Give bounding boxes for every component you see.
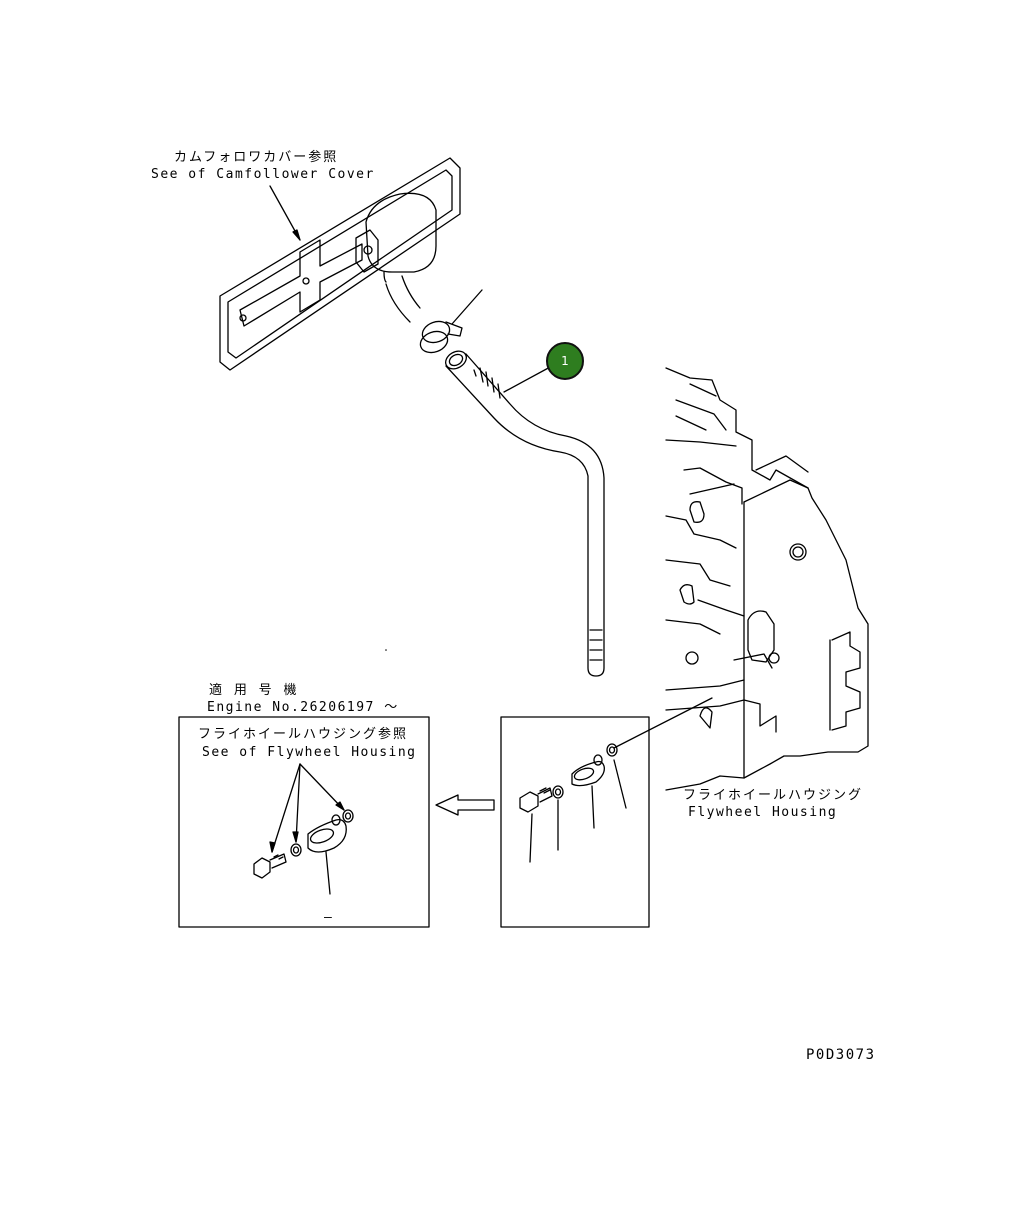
- part-callout-number: 1: [561, 354, 569, 368]
- hose-clamp: [419, 289, 483, 354]
- breather-tube: [445, 350, 605, 677]
- camfollower-leader: [269, 185, 301, 241]
- camfollower-label-en: See of Camfollower Cover: [151, 167, 375, 182]
- applicable-label-jp: 適 用 号 機: [209, 683, 299, 698]
- small-mark: –: [324, 910, 334, 925]
- engine-block: [613, 367, 869, 791]
- inset-box-applicable: [178, 716, 430, 928]
- camfollower-cover: [219, 157, 461, 371]
- camfollower-label-jp: カムフォロワカバー参照: [174, 150, 339, 165]
- flywheel-label-jp: フライホイールハウジング: [683, 788, 864, 803]
- flywheel-ref-label-jp: フライホイールハウジング参照: [198, 727, 409, 742]
- flywheel-label-en: Flywheel Housing: [688, 805, 838, 820]
- part-callout-1[interactable]: 1: [546, 342, 584, 380]
- left-arrow: [435, 794, 495, 816]
- flywheel-ref-label-en: See of Flywheel Housing: [202, 745, 417, 760]
- drawing-code: P0D3073: [806, 1047, 876, 1063]
- inset-box-current: [500, 716, 650, 928]
- engine-number-label: Engine No.26206197 〜: [207, 700, 399, 715]
